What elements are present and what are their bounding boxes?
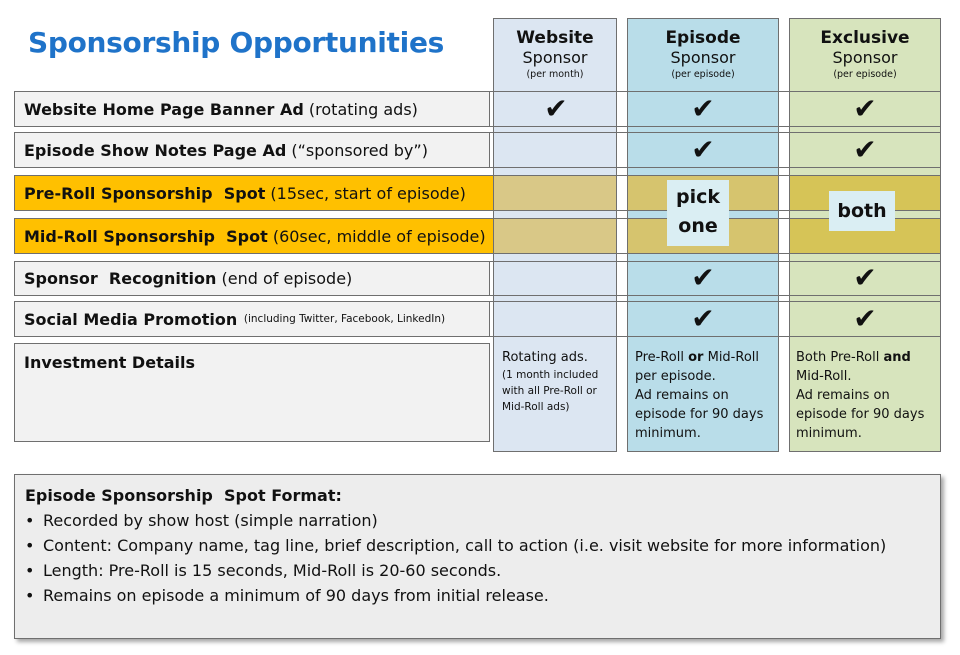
exclusive-investment-a: Both Pre-Roll: [796, 350, 884, 365]
row-label-rest: (15sec, start of episode): [265, 183, 466, 203]
row-line: [489, 91, 941, 127]
preroll-band-website: [494, 175, 616, 211]
episode-column-header: Episode Sponsor (per episode): [628, 28, 778, 81]
column-note: (per month): [526, 69, 584, 80]
check-icon: ✔: [691, 133, 715, 166]
bullet: •: [25, 511, 35, 530]
list-item: • Recorded by show host (simple narration…: [25, 508, 930, 533]
list-item-text: Content: Company name, tag line, brief d…: [43, 536, 887, 555]
check-icon: ✔: [853, 133, 877, 166]
list-item-text: Remains on episode a minimum of 90 days …: [43, 586, 549, 605]
check-icon: ✔: [691, 302, 715, 335]
check-icon: ✔: [691, 261, 715, 294]
row-line: [489, 301, 941, 337]
row-social-media: Social Media Promotion (including Twitte…: [14, 301, 490, 337]
column-name: Episode: [665, 28, 741, 48]
format-title: Episode Sponsorship Spot Format:: [25, 486, 342, 505]
list-item: • Length: Pre-Roll is 15 seconds, Mid-Rol…: [25, 558, 930, 583]
row-label-rest: (“sponsored by”): [286, 140, 428, 160]
row-preroll-spot: Pre-Roll Sponsorship Spot (15sec, start …: [14, 175, 494, 211]
episode-investment: Pre-Roll or Mid-Roll per episode. Ad rem…: [635, 348, 775, 443]
pick-one-badge: pick one: [667, 180, 729, 246]
check-icon: ✔: [853, 92, 877, 125]
row-line: [489, 261, 941, 296]
row-label-bold: Sponsor Recognition: [24, 269, 217, 288]
exclusive-investment-b: Mid-Roll.: [796, 350, 915, 384]
check-icon: ✔: [853, 302, 877, 335]
row-label-rest: (60sec, middle of episode): [267, 226, 486, 246]
exclusive-column-header: Exclusive Sponsor (per episode): [790, 28, 940, 81]
row-label-bold: Episode Show Notes Page Ad: [24, 140, 287, 160]
exclusive-investment-and: and: [883, 350, 911, 365]
format-list: • Recorded by show host (simple narration…: [25, 508, 930, 608]
spot-format-box: Episode Sponsorship Spot Format: • Record…: [14, 474, 941, 639]
website-investment-note: (1 month included with all Pre-Roll or M…: [502, 369, 599, 413]
website-investment: Rotating ads. (1 month included with all…: [502, 348, 614, 415]
row-label-bold: Social Media Promotion: [24, 309, 238, 329]
row-show-notes-ad: Episode Show Notes Page Ad (“sponsored b…: [14, 132, 490, 168]
website-investment-main: Rotating ads.: [502, 350, 588, 365]
list-item-text: Recorded by show host (simple narration): [43, 511, 378, 530]
column-note: (per episode): [671, 69, 735, 80]
episode-investment-a: Pre-Roll: [635, 350, 689, 365]
row-label-bold: Pre-Roll Sponsorship Spot: [24, 183, 266, 203]
row-label-bold: Mid-Roll Sponsorship Spot: [24, 226, 268, 246]
both-badge: both: [829, 191, 895, 231]
bullet: •: [25, 536, 35, 555]
one-word: one: [678, 215, 718, 237]
check-icon: ✔: [691, 92, 715, 125]
row-midroll-spot: Mid-Roll Sponsorship Spot (60sec, middle…: [14, 218, 494, 254]
row-label-rest: (end of episode): [216, 269, 353, 288]
column-name: Website: [516, 28, 594, 48]
check-icon: ✔: [544, 92, 568, 125]
bullet: •: [25, 586, 35, 605]
page-title: Sponsorship Opportunities: [28, 26, 445, 59]
column-sub: Sponsor: [670, 48, 736, 67]
pick-word: pick: [675, 186, 720, 208]
row-label-rest: (rotating ads): [303, 99, 418, 119]
column-note: (per episode): [833, 69, 897, 80]
list-item-text: Length: Pre-Roll is 15 seconds, Mid-Roll…: [43, 561, 502, 580]
bullet: •: [25, 561, 35, 580]
column-name: Exclusive: [820, 28, 910, 48]
list-item: • Remains on episode a minimum of 90 days…: [25, 583, 930, 608]
check-icon: ✔: [853, 261, 877, 294]
column-sub: Sponsor: [522, 48, 588, 67]
row-label-bold: Investment Details: [24, 353, 195, 372]
row-label-rest: (including Twitter, Facebook, LinkedIn): [237, 313, 446, 325]
exclusive-investment: Both Pre-Roll and Mid-Roll. Ad remains o…: [796, 348, 936, 443]
website-column-header: Website Sponsor (per month): [494, 28, 616, 81]
exclusive-investment-c: Ad remains on episode for 90 days minimu…: [796, 388, 925, 441]
episode-investment-c: Ad remains on episode for 90 days minimu…: [635, 388, 764, 441]
midroll-band-website: [494, 218, 616, 254]
column-sub: Sponsor: [832, 48, 898, 67]
row-sponsor-recognition: Sponsor Recognition (end of episode): [14, 261, 490, 296]
episode-investment-b: Mid-Roll per episode.: [635, 350, 764, 384]
episode-investment-or: or: [688, 350, 704, 365]
row-home-page-banner: Website Home Page Banner Ad (rotating ad…: [14, 91, 490, 127]
row-label-bold: Website Home Page Banner Ad: [24, 99, 304, 119]
row-investment-details: Investment Details: [14, 343, 490, 442]
list-item: • Content: Company name, tag line, brief …: [25, 533, 930, 558]
row-line: [489, 132, 941, 168]
